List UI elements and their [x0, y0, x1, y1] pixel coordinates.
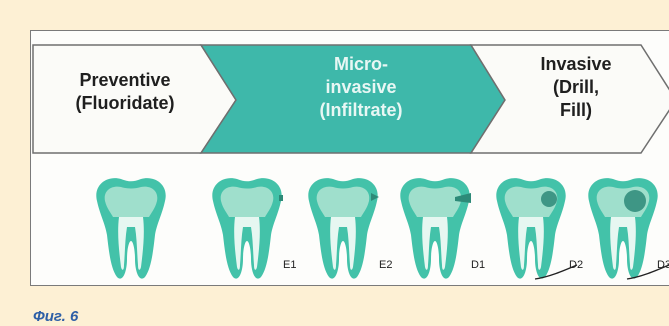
figure-caption: Фиг. 6 — [33, 308, 78, 325]
tooth-label-d3: D3 — [657, 259, 669, 271]
stage-micro-line1: Micro- — [266, 53, 456, 76]
stage-preventive-line1: Preventive — [45, 69, 205, 92]
stage-invasive-line3: Fill) — [501, 99, 651, 122]
tooth-d2 — [496, 178, 577, 279]
tooth-e2 — [308, 178, 379, 278]
stage-invasive-line2: (Drill, — [501, 76, 651, 99]
stage-invasive-line1: Invasive — [501, 53, 651, 76]
tooth-label-d2: D2 — [569, 259, 583, 271]
lesion-d3 — [624, 190, 646, 212]
stage-micro-invasive-label: Micro- invasive (Infiltrate) — [266, 53, 456, 122]
lesion-e1 — [279, 195, 283, 201]
stage-micro-line2: invasive — [266, 76, 456, 99]
tooth-label-e2: E2 — [379, 259, 392, 271]
stage-invasive-label: Invasive (Drill, Fill) — [501, 53, 651, 122]
tooth-label-d1: D1 — [471, 259, 485, 271]
lesion-d2 — [541, 191, 557, 207]
treatment-diagram-panel: Preventive (Fluoridate) Micro- invasive … — [30, 30, 669, 286]
stage-preventive-label: Preventive (Fluoridate) — [45, 69, 205, 115]
stage-micro-line3: (Infiltrate) — [266, 99, 456, 122]
stage-preventive-line2: (Fluoridate) — [45, 92, 205, 115]
tooth-label-e1: E1 — [283, 259, 296, 271]
tooth-e1 — [212, 178, 283, 278]
tooth-sound — [96, 178, 165, 278]
tooth-d1 — [400, 178, 471, 278]
